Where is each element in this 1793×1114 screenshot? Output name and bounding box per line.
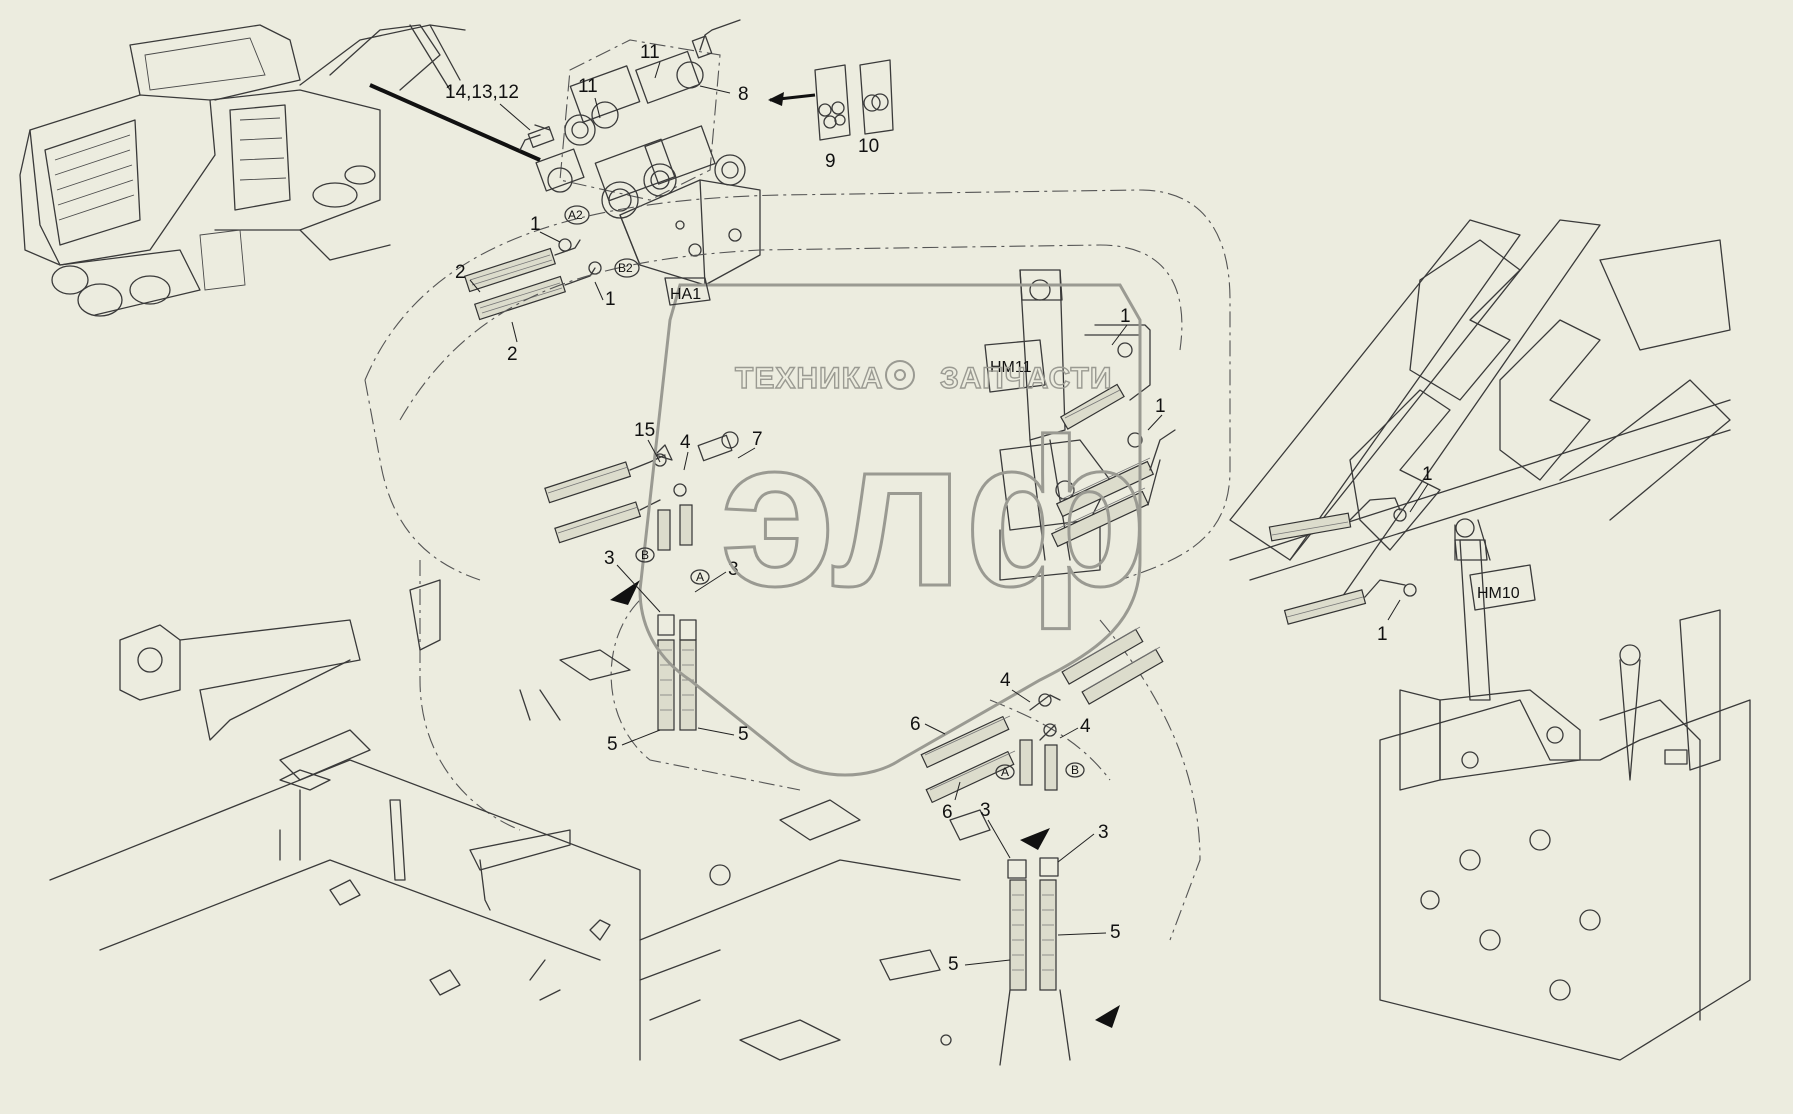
- port-b-center: B: [1071, 763, 1079, 777]
- callout-5-left-a: 5: [607, 734, 618, 755]
- port-a-left: A: [696, 570, 704, 584]
- callout-3-left-a: 3: [604, 548, 615, 569]
- cylinder-hm10: [1399, 518, 1581, 791]
- callout-11-top: 11: [640, 42, 660, 63]
- tag-hm10: HM10: [1477, 585, 1520, 602]
- callout-4-center-a: 4: [1000, 670, 1011, 691]
- callout-1-upper-b: 1: [605, 289, 616, 310]
- callout-4-center-b: 4: [1080, 716, 1091, 737]
- watermark-text: ТЕХНИКА ЗАПЧАСТИ элф: [719, 361, 1150, 631]
- callout-15: 15: [634, 420, 655, 441]
- callout-5-center-a: 5: [948, 954, 959, 975]
- fittings-left: [610, 504, 697, 731]
- callout-5-center-b: 5: [1110, 922, 1121, 943]
- lower-frame: [49, 579, 991, 1061]
- port-b-left: B: [641, 548, 649, 562]
- fittings-center: [999, 739, 1120, 1066]
- callout-10: 10: [858, 136, 879, 157]
- port-a2: A2: [568, 208, 583, 222]
- callout-4-upper: 4: [680, 432, 691, 453]
- hoses-upper-left: [463, 238, 602, 321]
- component-tags: HA1 HM11 HM10: [664, 277, 1536, 611]
- frame-outlines: [364, 189, 1231, 941]
- valve-block-ha1: [519, 19, 816, 286]
- callout-3-center-a: 3: [980, 800, 991, 821]
- callout-1-hm11-a: 1: [1120, 306, 1131, 327]
- callout-1-hm10-b: 1: [1377, 624, 1388, 645]
- watermark-right-word: ЗАПЧАСТИ: [940, 362, 1112, 395]
- callout-9: 9: [825, 151, 836, 172]
- callout-2-upper: 2: [455, 262, 466, 283]
- callout-2-lower: 2: [507, 344, 518, 365]
- port-a-center: A: [1001, 765, 1009, 779]
- machine-overview-thumbnail: [19, 24, 541, 317]
- callout-8: 8: [738, 84, 749, 105]
- port-b2: B2: [618, 261, 633, 275]
- callout-3-center-b: 3: [1098, 822, 1109, 843]
- hoses-right: [1050, 324, 1417, 625]
- callout-labels: 8 9 10 11 11 14,13,12 1 1 2 2 1 1 1 1 15…: [445, 42, 1433, 975]
- watermark-logo-text: элф: [720, 395, 1148, 630]
- tag-ha1: HA1: [670, 286, 701, 303]
- hoses-center: [920, 626, 1164, 804]
- hoses-middle-left: [544, 431, 739, 544]
- callout-1-hm10-a: 1: [1422, 464, 1433, 485]
- callout-1-hm11-b: 1: [1155, 396, 1166, 417]
- right-structure: [1229, 219, 1751, 1061]
- callout-11-left: 11: [578, 76, 598, 97]
- callout-6-lower: 6: [942, 802, 953, 823]
- callout-5-left-b: 5: [738, 724, 749, 745]
- callout-14-13-12: 14,13,12: [445, 82, 519, 103]
- watermark-left-word: ТЕХНИКА: [735, 362, 884, 395]
- tag-hm11: HM11: [990, 359, 1032, 376]
- port-markers: A2 B2 B A A B: [564, 205, 1085, 780]
- watermark-logo: [638, 283, 1142, 777]
- callout-1-upper-a: 1: [530, 214, 541, 235]
- callout-7: 7: [752, 429, 763, 450]
- callout-6-upper: 6: [910, 714, 921, 735]
- seal-kits: [814, 59, 894, 141]
- callout-3-left-b: 3: [728, 559, 739, 580]
